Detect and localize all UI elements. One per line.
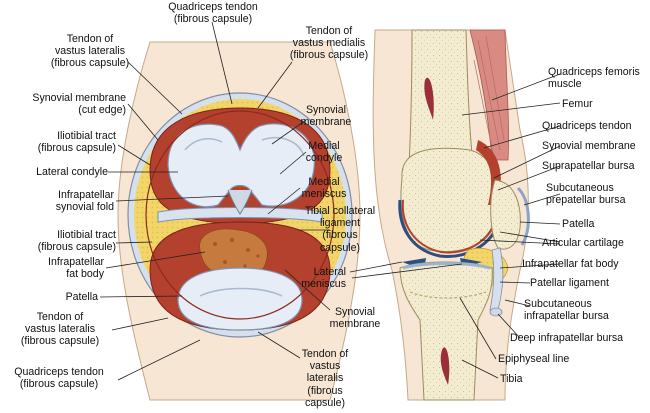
label-patellar-ligament: Patellar ligament (530, 277, 609, 289)
tibia-marrow (440, 347, 450, 385)
label-infrapatellar-fat-body-right: Infrapatellar fat body (522, 258, 619, 270)
label-patella-right: Patella (562, 218, 595, 230)
label-femur: Femur (562, 98, 593, 110)
label-lateral-condyle: Lateral condyle (36, 166, 108, 178)
epiphyseal-line-shape (409, 291, 487, 299)
label-quadriceps-tendon: Quadriceps tendon (542, 120, 632, 132)
label-articular-cartilage: Articular cartilage (542, 237, 624, 249)
femoral-condyles (167, 123, 315, 208)
label-quadriceps-tendon-bottom: Quadriceps tendon(fibrous capsule) (14, 366, 104, 391)
patella-shape (177, 267, 303, 331)
label-epiphyseal-line: Epiphyseal line (498, 353, 570, 365)
label-deep-infrapatellar-bursa: Deep infrapatellar bursa (510, 332, 624, 344)
label-tibia: Tibia (500, 373, 523, 385)
label-synovial-membrane-right: Synovial membrane (542, 140, 636, 152)
cross-section-view (117, 41, 361, 401)
patellar-ligament-shape (489, 247, 504, 311)
label-iliotibial-tract-bottom: Iliotibial tract(fibrous capsule) (37, 229, 116, 254)
label-patella-left: Patella (65, 291, 98, 303)
patella-sagittal (490, 179, 521, 250)
label-quadriceps-tendon-top: Quadriceps tendon(fibrous capsule) (168, 1, 258, 26)
sagittal-view (372, 29, 530, 401)
label-iliotibial-tract-top: Iliotibial tract(fibrous capsule) (37, 130, 116, 155)
label-suprapatellar-bursa: Suprapatellar bursa (542, 160, 635, 172)
femur-marrow (424, 77, 434, 120)
label-synovial-membrane-cut-edge: Synovial membrane(cut edge) (32, 92, 126, 117)
leader-lines (99, 21, 561, 381)
femoral-condyle-sagittal (400, 147, 501, 253)
